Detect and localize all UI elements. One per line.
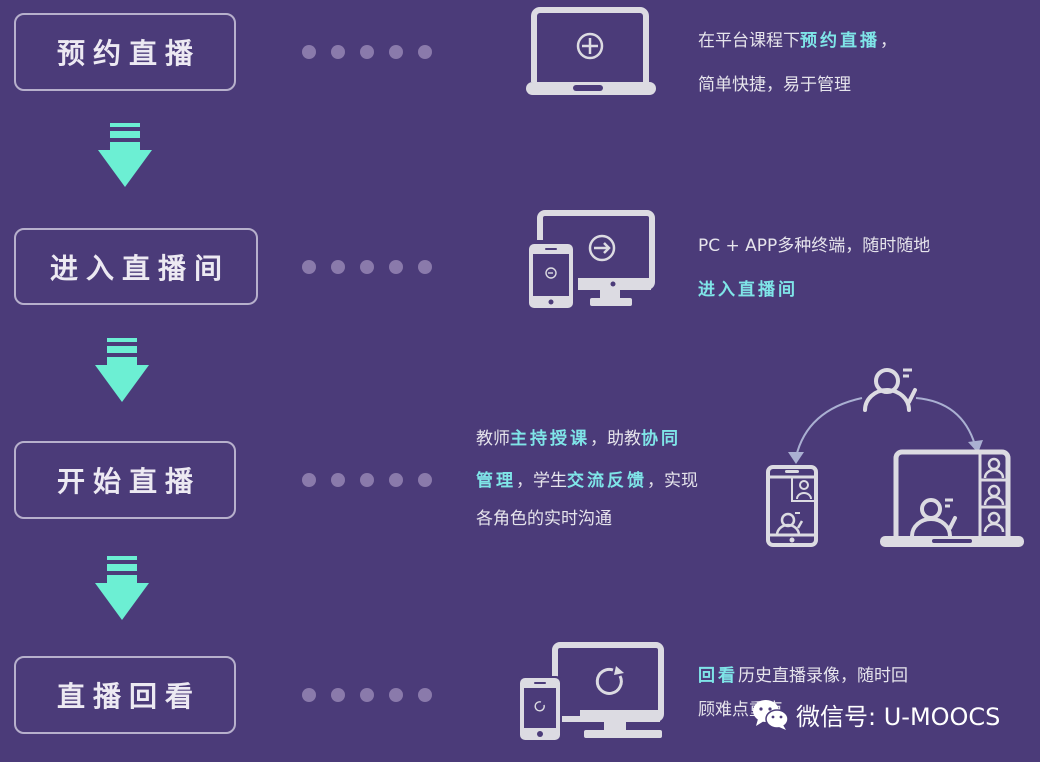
wechat-icon [753,699,789,730]
desc-text: ，助教 [590,429,641,449]
dots-connector [302,260,432,274]
dots-connector [302,688,432,702]
desc-text: 教师 [476,429,510,449]
dot [331,260,345,274]
desc-text: ， [880,31,897,51]
dot [360,688,374,702]
dot [302,45,316,59]
desc-text: PC + APP多种终端，随时随地 [698,236,931,256]
devices-enter-icon [526,210,655,310]
step-description-start: 教师主持授课，助教协同 管理，学生交流反馈，实现 各角色的实时沟通 [476,418,698,536]
watermark-text: 微信号: U-MOOCS [796,703,1001,731]
dot [418,473,432,487]
desc-highlight: 进入直播间 [698,280,798,300]
devices-replay-icon [518,642,664,742]
step-box-start: 开始直播 [14,441,236,519]
down-arrow-icon [98,123,152,187]
down-arrow-icon [95,338,149,402]
dot [302,688,316,702]
step-box-replay: 直播回看 [14,656,236,734]
desc-highlight: 主持授课 [510,429,590,449]
desc-text: 历史直播录像，随时回 [738,666,908,686]
step-box-enter-room: 进入直播间 [14,228,258,305]
step-label: 预约直播 [56,37,201,70]
dots-connector [302,45,432,59]
dots-connector [302,473,432,487]
wechat-watermark: 微信号: U-MOOCS [752,697,1000,732]
step-description-enter-room: PC + APP多种终端，随时随地 进入直播间 [698,224,930,312]
dot [360,473,374,487]
dot [418,45,432,59]
dot [331,688,345,702]
desc-highlight: 回看 [698,666,738,686]
dot [331,473,345,487]
dot [418,260,432,274]
step-label: 进入直播间 [49,251,230,285]
desc-text: 简单快捷，易于管理 [698,75,851,95]
dot [360,260,374,274]
dot [331,45,345,59]
desc-text: ，实现 [647,471,698,491]
dot [302,473,316,487]
step-label: 直播回看 [56,680,201,713]
dot [389,688,403,702]
desc-text: 各角色的实时沟通 [476,509,612,529]
dot [418,688,432,702]
desc-highlight: 管理 [476,471,516,491]
dot [389,473,403,487]
step-box-schedule: 预约直播 [14,13,236,91]
dot [302,260,316,274]
step-description-schedule: 在平台课程下预约直播， 简单快捷，易于管理 [698,19,897,107]
dot [360,45,374,59]
desc-highlight: 预约直播 [800,31,880,51]
teacher-broadcast-icon [766,368,1024,547]
desc-text: ，学生 [516,471,567,491]
step-label: 开始直播 [56,465,201,498]
dot [389,260,403,274]
laptop-plus-icon [526,7,656,95]
down-arrow-icon [95,556,149,620]
desc-text: 在平台课程下 [698,31,800,51]
desc-highlight: 交流反馈 [567,471,647,491]
dot [389,45,403,59]
desc-highlight: 协同 [641,429,681,449]
